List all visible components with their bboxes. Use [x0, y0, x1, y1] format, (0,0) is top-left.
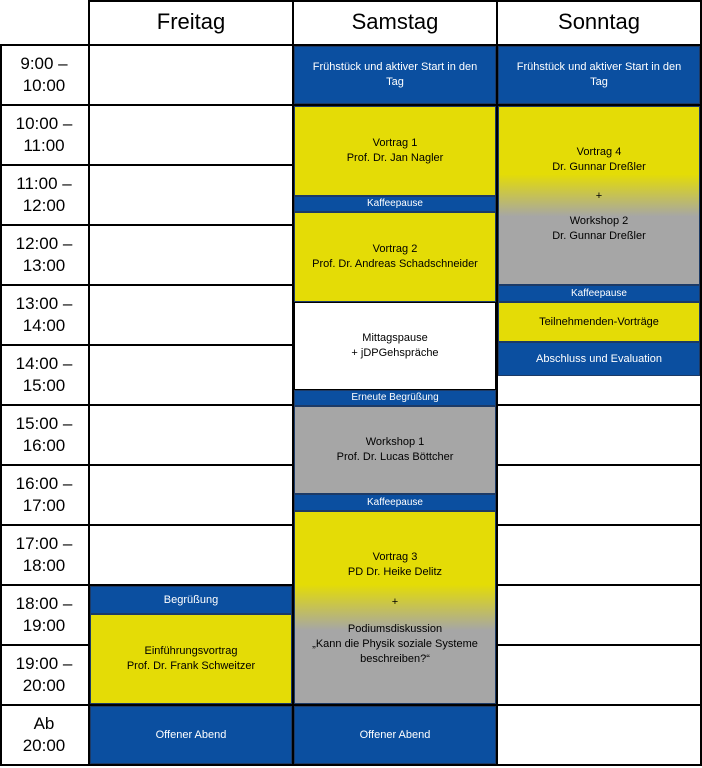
event-title: Workshop 2 — [569, 215, 629, 227]
event-speaker: Prof. Dr. Jan Nagler — [346, 152, 444, 164]
grid-col-samstag — [496, 0, 498, 766]
time-slot-1500: 15:00 – 16:00 — [15, 414, 73, 455]
event-samstag-kaffeepause-1: Kaffeepause — [294, 196, 496, 212]
event-sonntag-abschluss: Abschluss und Evaluation — [498, 342, 700, 376]
event-speaker: Dr. Gunnar Dreßler — [552, 161, 646, 173]
event-label: Offener Abend — [359, 728, 431, 741]
event-samstag-workshop-1: Workshop 1 Prof. Dr. Lucas Böttcher — [294, 406, 496, 494]
grid-row-line — [0, 104, 702, 106]
event-sonntag-kaffeepause: Kaffeepause — [498, 285, 700, 302]
event-samstag-mittagspause: Mittagspause + jDPGehspräche — [294, 302, 496, 390]
time-slot-1600: 16:00 – 17:00 — [15, 474, 73, 515]
event-speaker: PD Dr. Heike Delitz — [347, 566, 443, 578]
event-speaker: Prof. Dr. Frank Schweitzer — [126, 660, 256, 672]
event-sonntag-teilnehmenden-vortraege: Teilnehmenden-Vorträge — [498, 302, 700, 342]
header-sonntag: Sonntag — [558, 9, 640, 34]
event-sonntag-vortrag-4-workshop-2: Vortrag 4 Dr. Gunnar Dreßler + Workshop … — [498, 106, 700, 285]
event-label: Offener Abend — [155, 728, 227, 741]
time-slot-1800: 18:00 – 19:00 — [15, 594, 73, 635]
event-label: Kaffeepause — [571, 287, 627, 299]
grid-row-line — [0, 704, 702, 706]
event-title: Vortrag 1 — [372, 137, 418, 149]
event-title: Vortrag 2 — [372, 243, 418, 255]
grid-top-line — [88, 0, 702, 2]
event-subtitle: beschreiben?“ — [360, 653, 430, 665]
event-line: Frühstück und aktiver Start in den — [516, 61, 682, 73]
event-sonntag-fruehstueck: Frühstück und aktiver Start in den Tag — [498, 46, 700, 104]
event-subtitle: „Kann die Physik soziale Systeme — [312, 638, 478, 650]
event-title: Vortrag 3 — [372, 551, 418, 563]
grid-col-time — [88, 0, 90, 766]
event-title: Workshop 1 — [365, 436, 425, 448]
time-slot-1000: 10:00 – 11:00 — [15, 114, 73, 155]
event-line: Tag — [590, 76, 608, 88]
event-samstag-vortrag-1: Vortrag 1 Prof. Dr. Jan Nagler — [294, 106, 496, 196]
grid-col-right — [700, 0, 702, 766]
event-line: Tag — [386, 76, 404, 88]
event-samstag-vortrag-3-podium: Vortrag 3 PD Dr. Heike Delitz + Podiumsd… — [294, 511, 496, 704]
header-samstag: Samstag — [351, 9, 439, 34]
event-label: Teilnehmenden-Vorträge — [539, 315, 659, 328]
event-title: Vortrag 4 — [576, 146, 622, 158]
event-samstag-erneute-begruessung: Erneute Begrüßung — [294, 390, 496, 406]
header-freitag: Freitag — [156, 9, 226, 34]
event-title: Podiumsdiskussion — [347, 623, 443, 635]
time-slot-1200: 12:00 – 13:00 — [15, 234, 73, 275]
event-line: Frühstück und aktiver Start in den — [312, 61, 478, 73]
event-plus: + — [391, 596, 399, 608]
event-plus: + — [595, 190, 603, 202]
event-samstag-fruehstueck: Frühstück und aktiver Start in den Tag — [294, 46, 496, 104]
time-slot-0900: 9:00 – 10:00 — [20, 54, 68, 95]
event-samstag-offener-abend: Offener Abend — [294, 706, 496, 764]
time-slot-1900: 19:00 – 20:00 — [15, 654, 73, 695]
event-speaker: Dr. Gunnar Dreßler — [552, 230, 646, 242]
event-label: Begrüßung — [163, 593, 219, 606]
event-freitag-einfuehrungsvortrag: Einführungsvortrag Prof. Dr. Frank Schwe… — [90, 614, 292, 704]
event-samstag-vortrag-2: Vortrag 2 Prof. Dr. Andreas Schadschneid… — [294, 212, 496, 302]
time-slot-ab2000: Ab 20:00 — [22, 714, 66, 755]
time-slot-1700: 17:00 – 18:00 — [15, 534, 73, 575]
event-subtitle: + jDPGehspräche — [351, 347, 439, 359]
event-title: Einführungsvortrag — [144, 645, 238, 657]
time-slot-1100: 11:00 – 12:00 — [16, 174, 72, 215]
event-label: Erneute Begrüßung — [351, 392, 439, 403]
time-slot-1300: 13:00 – 14:00 — [15, 294, 73, 335]
event-samstag-kaffeepause-2: Kaffeepause — [294, 494, 496, 511]
event-speaker: Prof. Dr. Andreas Schadschneider — [312, 258, 478, 270]
event-label: Kaffeepause — [367, 496, 423, 508]
event-label: Kaffeepause — [367, 198, 423, 209]
event-title: Mittagspause — [362, 332, 428, 344]
grid-bottom-line — [0, 764, 702, 766]
grid-header-line — [0, 44, 702, 46]
event-freitag-begruessung: Begrüßung — [90, 586, 292, 614]
event-speaker: Prof. Dr. Lucas Böttcher — [336, 451, 454, 463]
grid-col-freitag — [292, 0, 294, 766]
event-label: Abschluss und Evaluation — [536, 352, 662, 365]
event-freitag-offener-abend: Offener Abend — [90, 706, 292, 764]
time-slot-1400: 14:00 – 15:00 — [15, 354, 73, 395]
